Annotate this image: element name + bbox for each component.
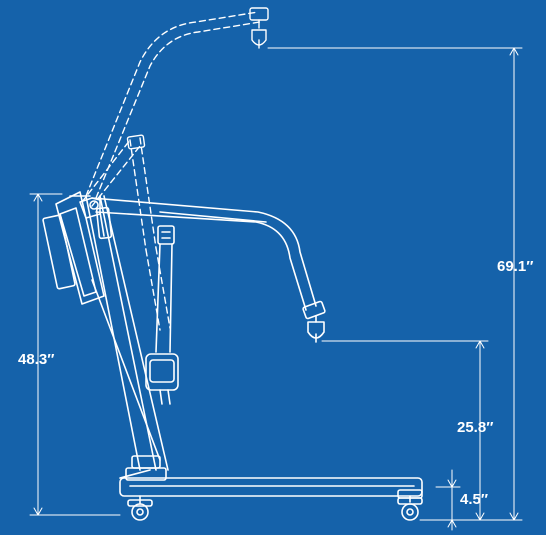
dimension-label-4-5: 4.5″ bbox=[460, 491, 489, 508]
lowered-hanger bbox=[302, 300, 326, 343]
raised-boom-outline bbox=[81, 11, 261, 331]
dimension-label-25-8: 25.8″ bbox=[457, 419, 494, 436]
dimension-label-48-3: 48.3″ bbox=[18, 351, 55, 368]
front-caster bbox=[397, 495, 423, 521]
dimension-lines bbox=[29, 47, 523, 531]
lowered-boom bbox=[91, 197, 317, 311]
dimension-label-69-1: 69.1″ bbox=[497, 258, 534, 275]
mast bbox=[79, 195, 169, 471]
rear-caster bbox=[127, 495, 153, 521]
base bbox=[119, 455, 423, 499]
battery-box bbox=[42, 191, 105, 305]
raised-hanger bbox=[126, 7, 269, 150]
actuator bbox=[145, 225, 179, 405]
